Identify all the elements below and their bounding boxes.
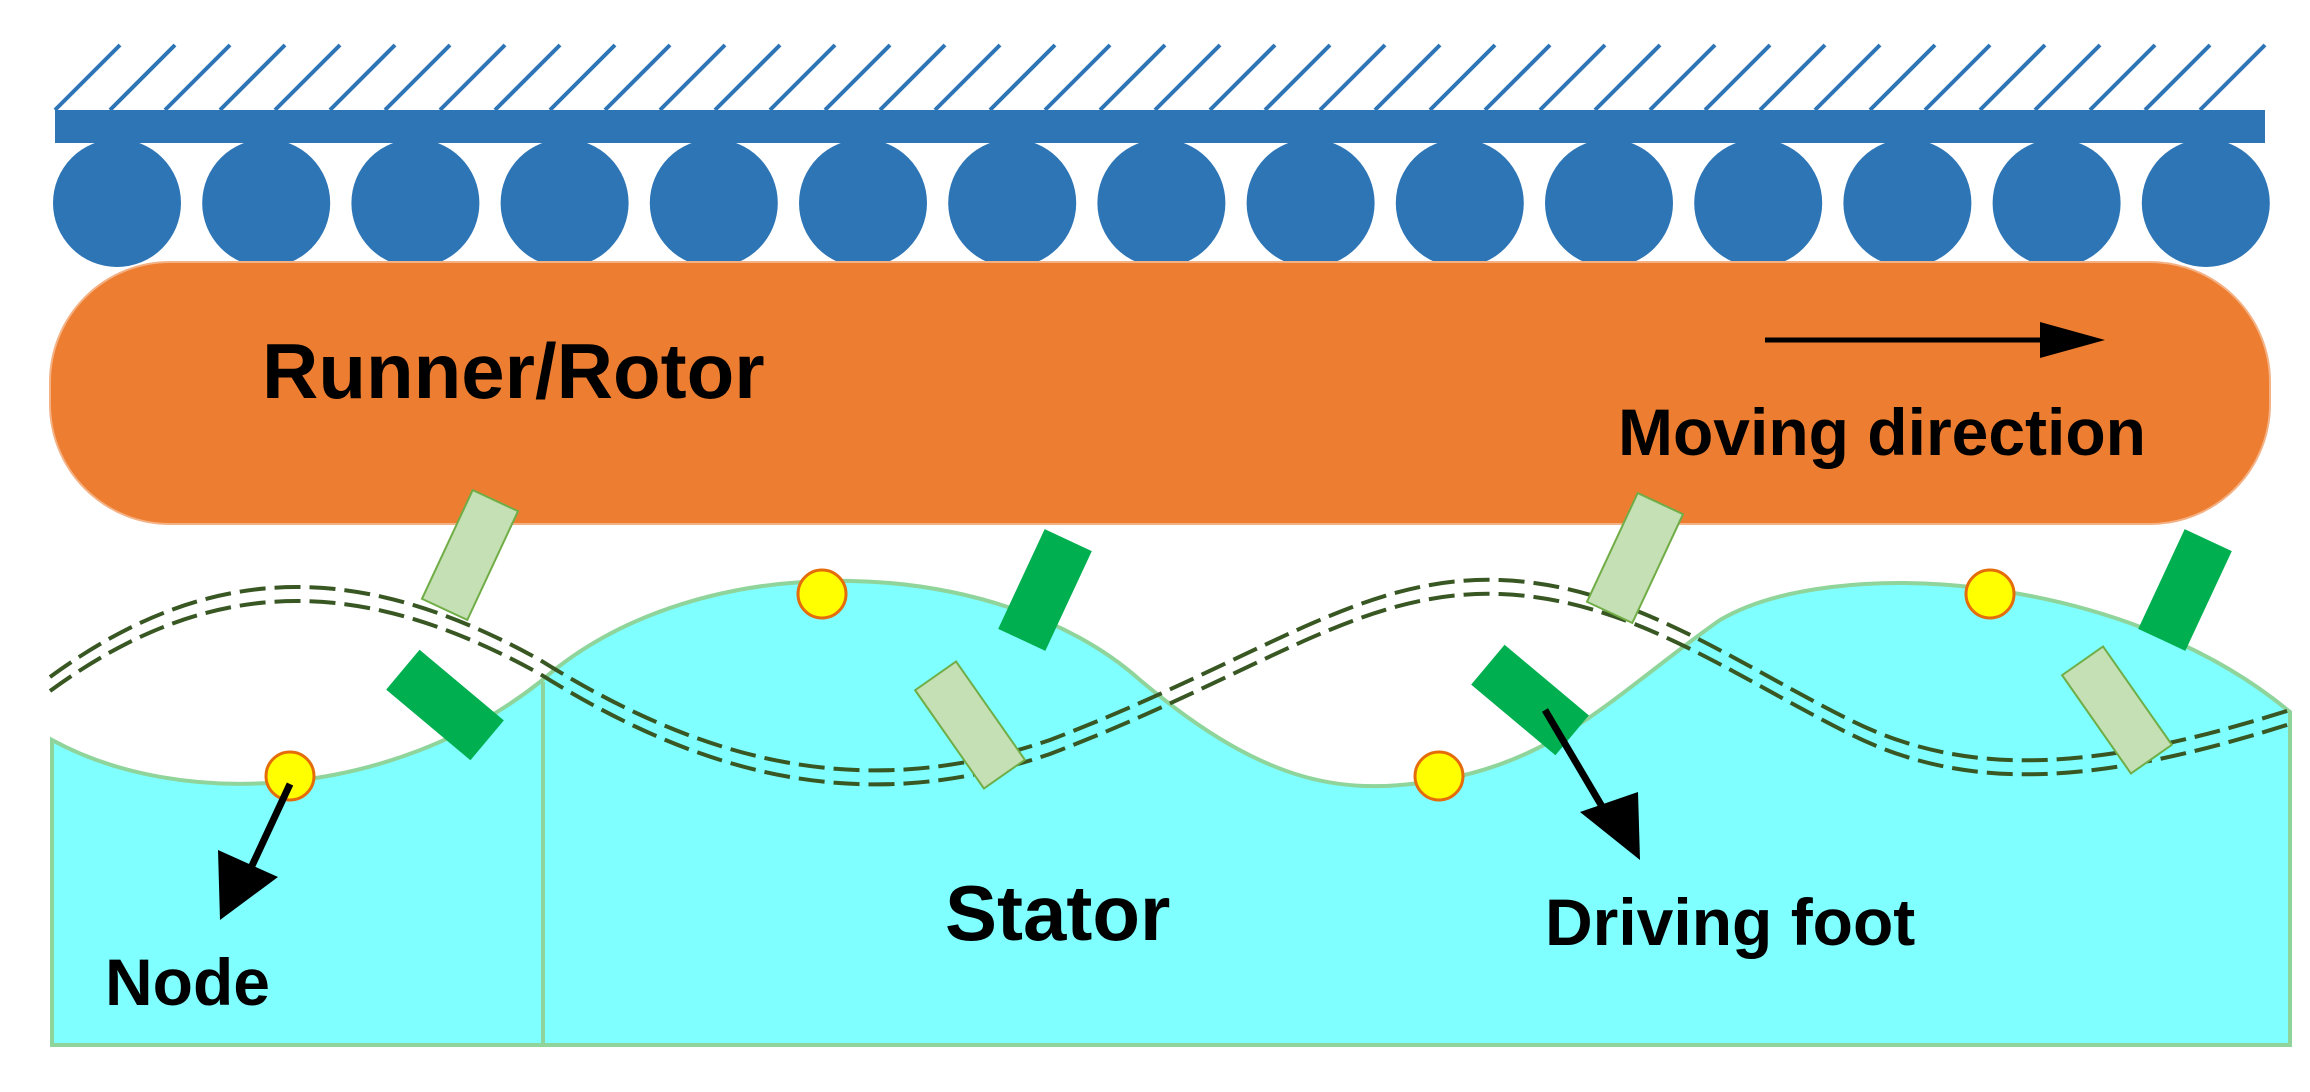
hatch-line [1153, 43, 1222, 112]
roller [1395, 139, 1524, 267]
roller [649, 139, 778, 267]
hatch-line [2088, 43, 2157, 112]
hatch-line [878, 43, 947, 112]
hatch-line [1813, 43, 1882, 112]
roller [1545, 139, 1673, 267]
hatch-line [988, 43, 1057, 112]
hatch-line [1483, 43, 1552, 112]
driving-foot [2138, 529, 2232, 651]
hatch-line [548, 43, 617, 112]
hatch-line [1758, 43, 1827, 112]
hatch-line [328, 43, 397, 112]
hatch-line [1923, 43, 1992, 112]
driving-foot-ghost [1585, 491, 1685, 625]
guide-rail [55, 110, 2265, 143]
hatch-line [713, 43, 782, 112]
roller [1097, 139, 1226, 267]
hatch-line [108, 43, 177, 112]
roller [351, 139, 480, 267]
node-marker [1413, 750, 1465, 802]
hatch-line [1428, 43, 1497, 112]
hatch-line [493, 43, 562, 112]
deformation-wave [48, 577, 2291, 787]
driving-foot [386, 649, 504, 761]
roller [1246, 139, 1375, 267]
hatch-line [163, 43, 232, 112]
roller [53, 139, 181, 267]
hatch-line [273, 43, 342, 112]
hatch-line [603, 43, 672, 112]
hatch-line [383, 43, 452, 112]
hatch-line [658, 43, 727, 112]
hatch-line [1373, 43, 1442, 112]
deformation-wave-line-outer [48, 577, 2291, 773]
hatch-line [933, 43, 1002, 112]
node-arrow [246, 782, 294, 872]
driving-foot-arrowhead [1580, 792, 1640, 860]
fixed-ground-hatching [53, 43, 2267, 112]
node-marker [264, 750, 316, 802]
hatch-line [1043, 43, 1112, 112]
driving-foot-ghost [913, 660, 1027, 790]
hatch-line [1703, 43, 1772, 112]
nodes [264, 568, 2016, 802]
roller [202, 139, 331, 267]
node-label: Node [105, 945, 270, 1019]
moving-direction-label: Moving direction [1618, 395, 2146, 469]
arrows [218, 322, 2105, 920]
hatch-line [2198, 43, 2267, 112]
hatch-line [1978, 43, 2047, 112]
hatch-line [1318, 43, 1387, 112]
hatch-line [1263, 43, 1332, 112]
roller [1694, 139, 1823, 267]
roller [948, 139, 1077, 267]
hatch-line [438, 43, 507, 112]
hatch-line [1648, 43, 1717, 112]
node-arrowhead [218, 850, 278, 920]
roller [799, 139, 927, 267]
hatch-line [1868, 43, 1937, 112]
deformation-wave-line-inner [48, 591, 2291, 787]
runner-rotor-label: Runner/Rotor [262, 327, 765, 415]
roller [2141, 139, 2270, 267]
roller-bearings [53, 139, 2270, 267]
moving-direction-arrowhead [2040, 322, 2105, 358]
driving-foot-arrow [1541, 708, 1614, 822]
hatch-line [2143, 43, 2212, 112]
driving-foot-ghost [2060, 645, 2174, 775]
hatch-line [768, 43, 837, 112]
stator-label: Stator [945, 869, 1170, 957]
hatch-line [218, 43, 287, 112]
node-marker [1964, 568, 2016, 620]
node-marker [796, 568, 848, 620]
hatch-line [823, 43, 892, 112]
hatch-line [1208, 43, 1277, 112]
hatch-line [1538, 43, 1607, 112]
roller [500, 139, 629, 267]
hatch-line [1098, 43, 1167, 112]
hatch-line [53, 43, 122, 112]
driving-foot-ghost [420, 488, 520, 622]
stator-body [50, 578, 2292, 1047]
hatch-line [1593, 43, 1662, 112]
driving-foot [998, 529, 1092, 651]
roller [1843, 139, 1972, 267]
roller [1992, 139, 2121, 267]
runner-rotor-body [49, 261, 2271, 525]
hatch-line [2033, 43, 2102, 112]
driving-foot-label: Driving foot [1545, 885, 1915, 959]
driving-feet-ghost [420, 488, 2174, 790]
